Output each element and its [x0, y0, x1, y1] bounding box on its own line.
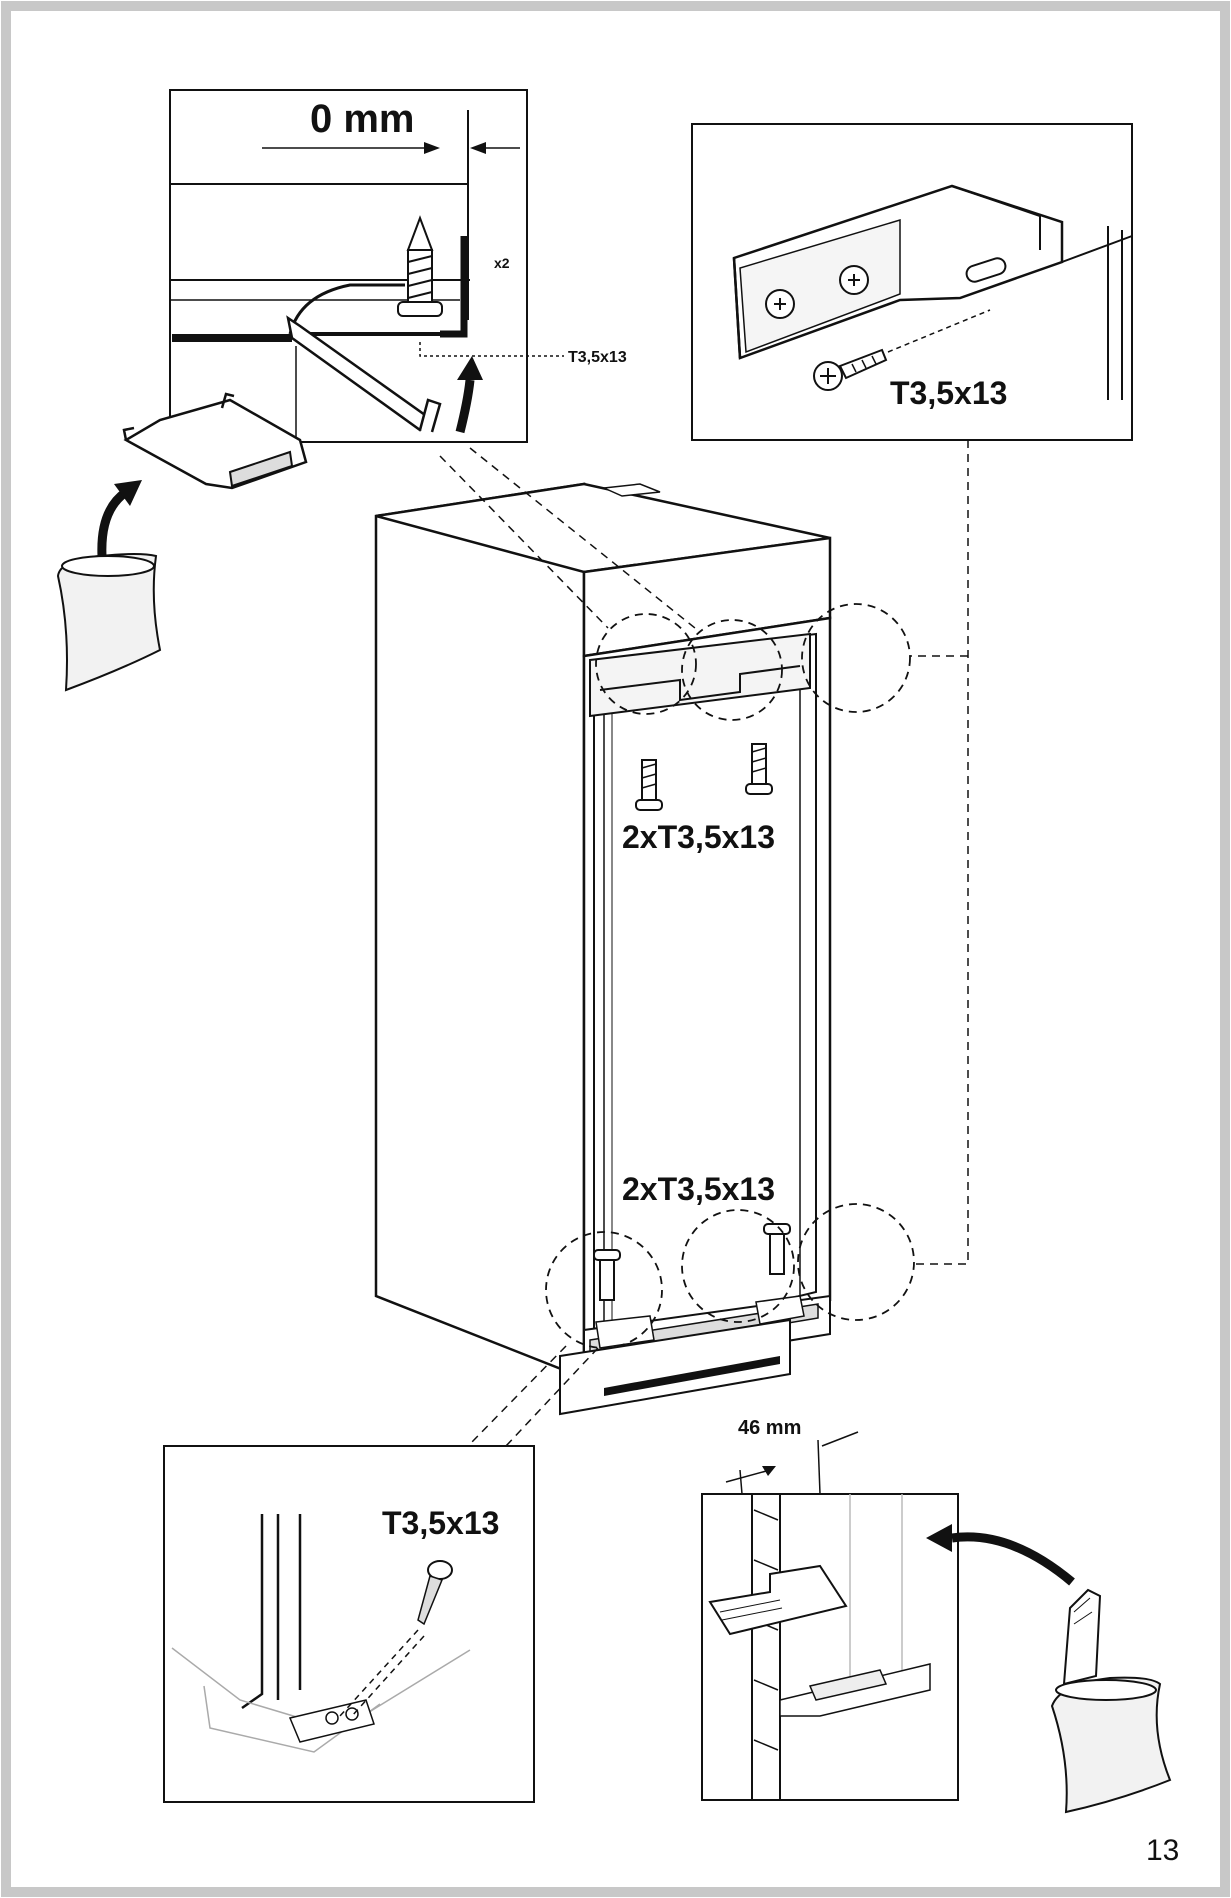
inset-bottom-left: T3,5x13	[163, 1445, 535, 1803]
screw-icon	[763, 1223, 791, 1275]
screws-lower-label: 2xT3,5x13	[622, 1171, 775, 1207]
screw-icon	[745, 743, 773, 795]
page-number: 13	[1146, 1834, 1179, 1867]
curved-arrow-icon	[97, 488, 129, 557]
screw-icon	[635, 759, 663, 811]
template-card-icon	[1062, 1588, 1102, 1686]
clip-part	[122, 392, 308, 490]
screw-spec-bottom: T3,5x13	[382, 1505, 499, 1541]
arrow-head-icon	[114, 480, 142, 506]
screw-icon	[813, 348, 888, 391]
curved-arrow-icon	[951, 1532, 1075, 1586]
inset-bottom-right: 46 mm	[701, 1417, 959, 1801]
leader-lines	[439, 440, 969, 1447]
parts-bag-icon	[56, 553, 162, 692]
inset-top-right: T3,5x13	[691, 123, 1133, 441]
dimension-46mm-label: 46 mm	[738, 1417, 801, 1439]
inset-top-left: 0 mm x2 T3,5x13	[169, 89, 627, 443]
screw-icon	[417, 1560, 453, 1626]
screw-icon	[397, 215, 443, 317]
screws-upper-label: 2xT3,5x13	[622, 819, 775, 855]
detail-circles	[545, 603, 915, 1349]
screw-spec-hinge: T3,5x13	[890, 375, 1007, 411]
cabinet-drawing	[374, 482, 832, 1416]
parts-bag-icon	[1050, 1676, 1172, 1814]
gap-top-label: 0 mm	[310, 97, 415, 141]
screw-spec-top: T3,5x13	[568, 349, 627, 366]
multiplier-label: x2	[494, 255, 510, 271]
screw-icon	[593, 1249, 621, 1301]
arrow-head-icon	[926, 1524, 952, 1552]
